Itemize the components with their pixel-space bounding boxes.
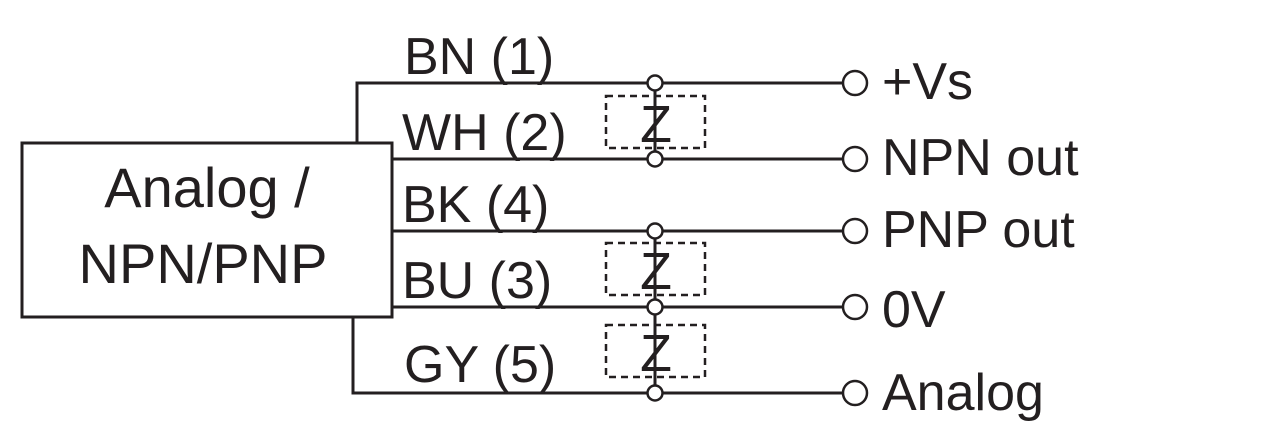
load-box-3 xyxy=(604,323,707,379)
terminal-pnp-out xyxy=(841,217,869,245)
junction-node-1 xyxy=(646,74,664,92)
terminal-label-analog: Analog xyxy=(882,364,1044,422)
wire-label-wh: WH (2) xyxy=(402,104,567,162)
terminal-label-pnp-out: PNP out xyxy=(882,201,1075,259)
junction-node-2 xyxy=(646,150,664,168)
load-box-2 xyxy=(604,241,707,297)
junction-node-5 xyxy=(646,384,664,402)
load-symbol-2: Z xyxy=(640,243,672,301)
wire-label-bk: BK (4) xyxy=(402,176,549,234)
load-symbol-1: Z xyxy=(640,96,672,154)
terminal-label-vs: +Vs xyxy=(882,53,973,111)
terminal-label-0v: 0V xyxy=(882,281,946,339)
device-label-line-1: Analog / xyxy=(104,156,310,219)
wire-label-gy: GY (5) xyxy=(404,336,556,394)
device-label-line-2: NPN/PNP xyxy=(79,232,328,295)
terminal-0v xyxy=(841,293,869,321)
terminal-label-npn-out: NPN out xyxy=(882,129,1079,187)
wire-bn xyxy=(355,81,842,143)
wire-label-bu: BU (3) xyxy=(402,252,552,310)
terminal-vs xyxy=(841,69,869,97)
device-box xyxy=(20,141,394,319)
load-box-1 xyxy=(604,94,707,150)
junction-node-3 xyxy=(646,222,664,240)
wire-label-bn: BN (1) xyxy=(404,28,554,86)
terminal-analog xyxy=(841,379,869,407)
junction-node-4 xyxy=(646,298,664,316)
load-symbol-3: Z xyxy=(640,325,672,383)
terminal-npn-out xyxy=(841,145,869,173)
wire-gy xyxy=(351,317,842,395)
